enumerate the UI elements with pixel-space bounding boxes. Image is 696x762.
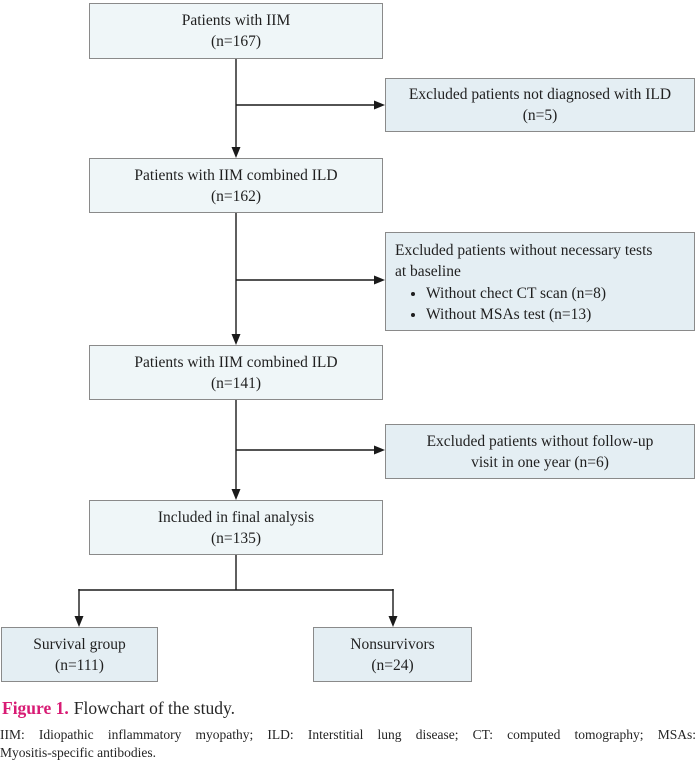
node-survival-group: Survival group (n=111) bbox=[1, 627, 158, 682]
node-excluded-no-ild: Excluded patients not diagnosed with ILD… bbox=[385, 78, 695, 132]
caption-text: Flowchart of the study. bbox=[73, 698, 235, 718]
node-title: Patients with IIM combined ILD bbox=[134, 166, 338, 184]
node-count: (n=167) bbox=[210, 33, 262, 50]
node-title: Excluded patients without necessary test… bbox=[395, 242, 653, 259]
node-patients-iim: Patients with IIM (n=167) bbox=[89, 3, 383, 59]
abbreviations-footnote: IIM: Idiopathic inflammatory myopathy; I… bbox=[0, 726, 696, 762]
node-excluded-missing-tests: Excluded patients without necessary test… bbox=[385, 232, 695, 331]
node-count: (n=111) bbox=[55, 656, 104, 674]
node-iim-combined-ild-141: Patients with IIM combined ILD (n=141) bbox=[89, 345, 383, 400]
node-count: (n=141) bbox=[210, 374, 262, 392]
figure-label: Figure 1. bbox=[2, 698, 69, 718]
node-title: Excluded patients without follow-up bbox=[426, 432, 654, 450]
node-count: (n=5) bbox=[522, 107, 558, 124]
bullet-item: Without chect CT scan (n=8) bbox=[426, 283, 606, 304]
node-iim-combined-ild-162: Patients with IIM combined ILD (n=162) bbox=[89, 158, 383, 213]
node-title-cont: at baseline bbox=[395, 263, 461, 280]
flowchart: Patients with IIM (n=167) Excluded patie… bbox=[0, 0, 696, 696]
node-excluded-no-followup: Excluded patients without follow-up visi… bbox=[385, 424, 695, 479]
bullet-item: Without MSAs test (n=13) bbox=[426, 304, 606, 325]
node-count: visit in one year (n=6) bbox=[471, 453, 609, 471]
node-count: (n=135) bbox=[210, 529, 262, 547]
node-title: Patients with IIM bbox=[181, 12, 291, 29]
node-count: (n=162) bbox=[210, 187, 262, 205]
node-title: Included in final analysis bbox=[157, 508, 315, 526]
figure-caption: Figure 1.Flowchart of the study. bbox=[2, 697, 235, 719]
node-final-analysis: Included in final analysis (n=135) bbox=[89, 500, 383, 555]
node-title: Nonsurvivors bbox=[350, 635, 435, 653]
node-title: Excluded patients not diagnosed with ILD bbox=[408, 86, 672, 103]
node-title: Survival group bbox=[33, 635, 126, 653]
node-title: Patients with IIM combined ILD bbox=[134, 353, 338, 371]
flow-connectors bbox=[74, 58, 398, 627]
exclusion-bullet-list: Without chect CT scan (n=8) Without MSAs… bbox=[395, 283, 606, 325]
footnote-line-2: Myositis-specific antibodies. bbox=[0, 745, 156, 760]
node-count: (n=24) bbox=[371, 656, 414, 674]
footnote-line-1: IIM: Idiopathic inflammatory myopathy; I… bbox=[0, 727, 696, 742]
node-nonsurvivors: Nonsurvivors (n=24) bbox=[313, 627, 472, 682]
